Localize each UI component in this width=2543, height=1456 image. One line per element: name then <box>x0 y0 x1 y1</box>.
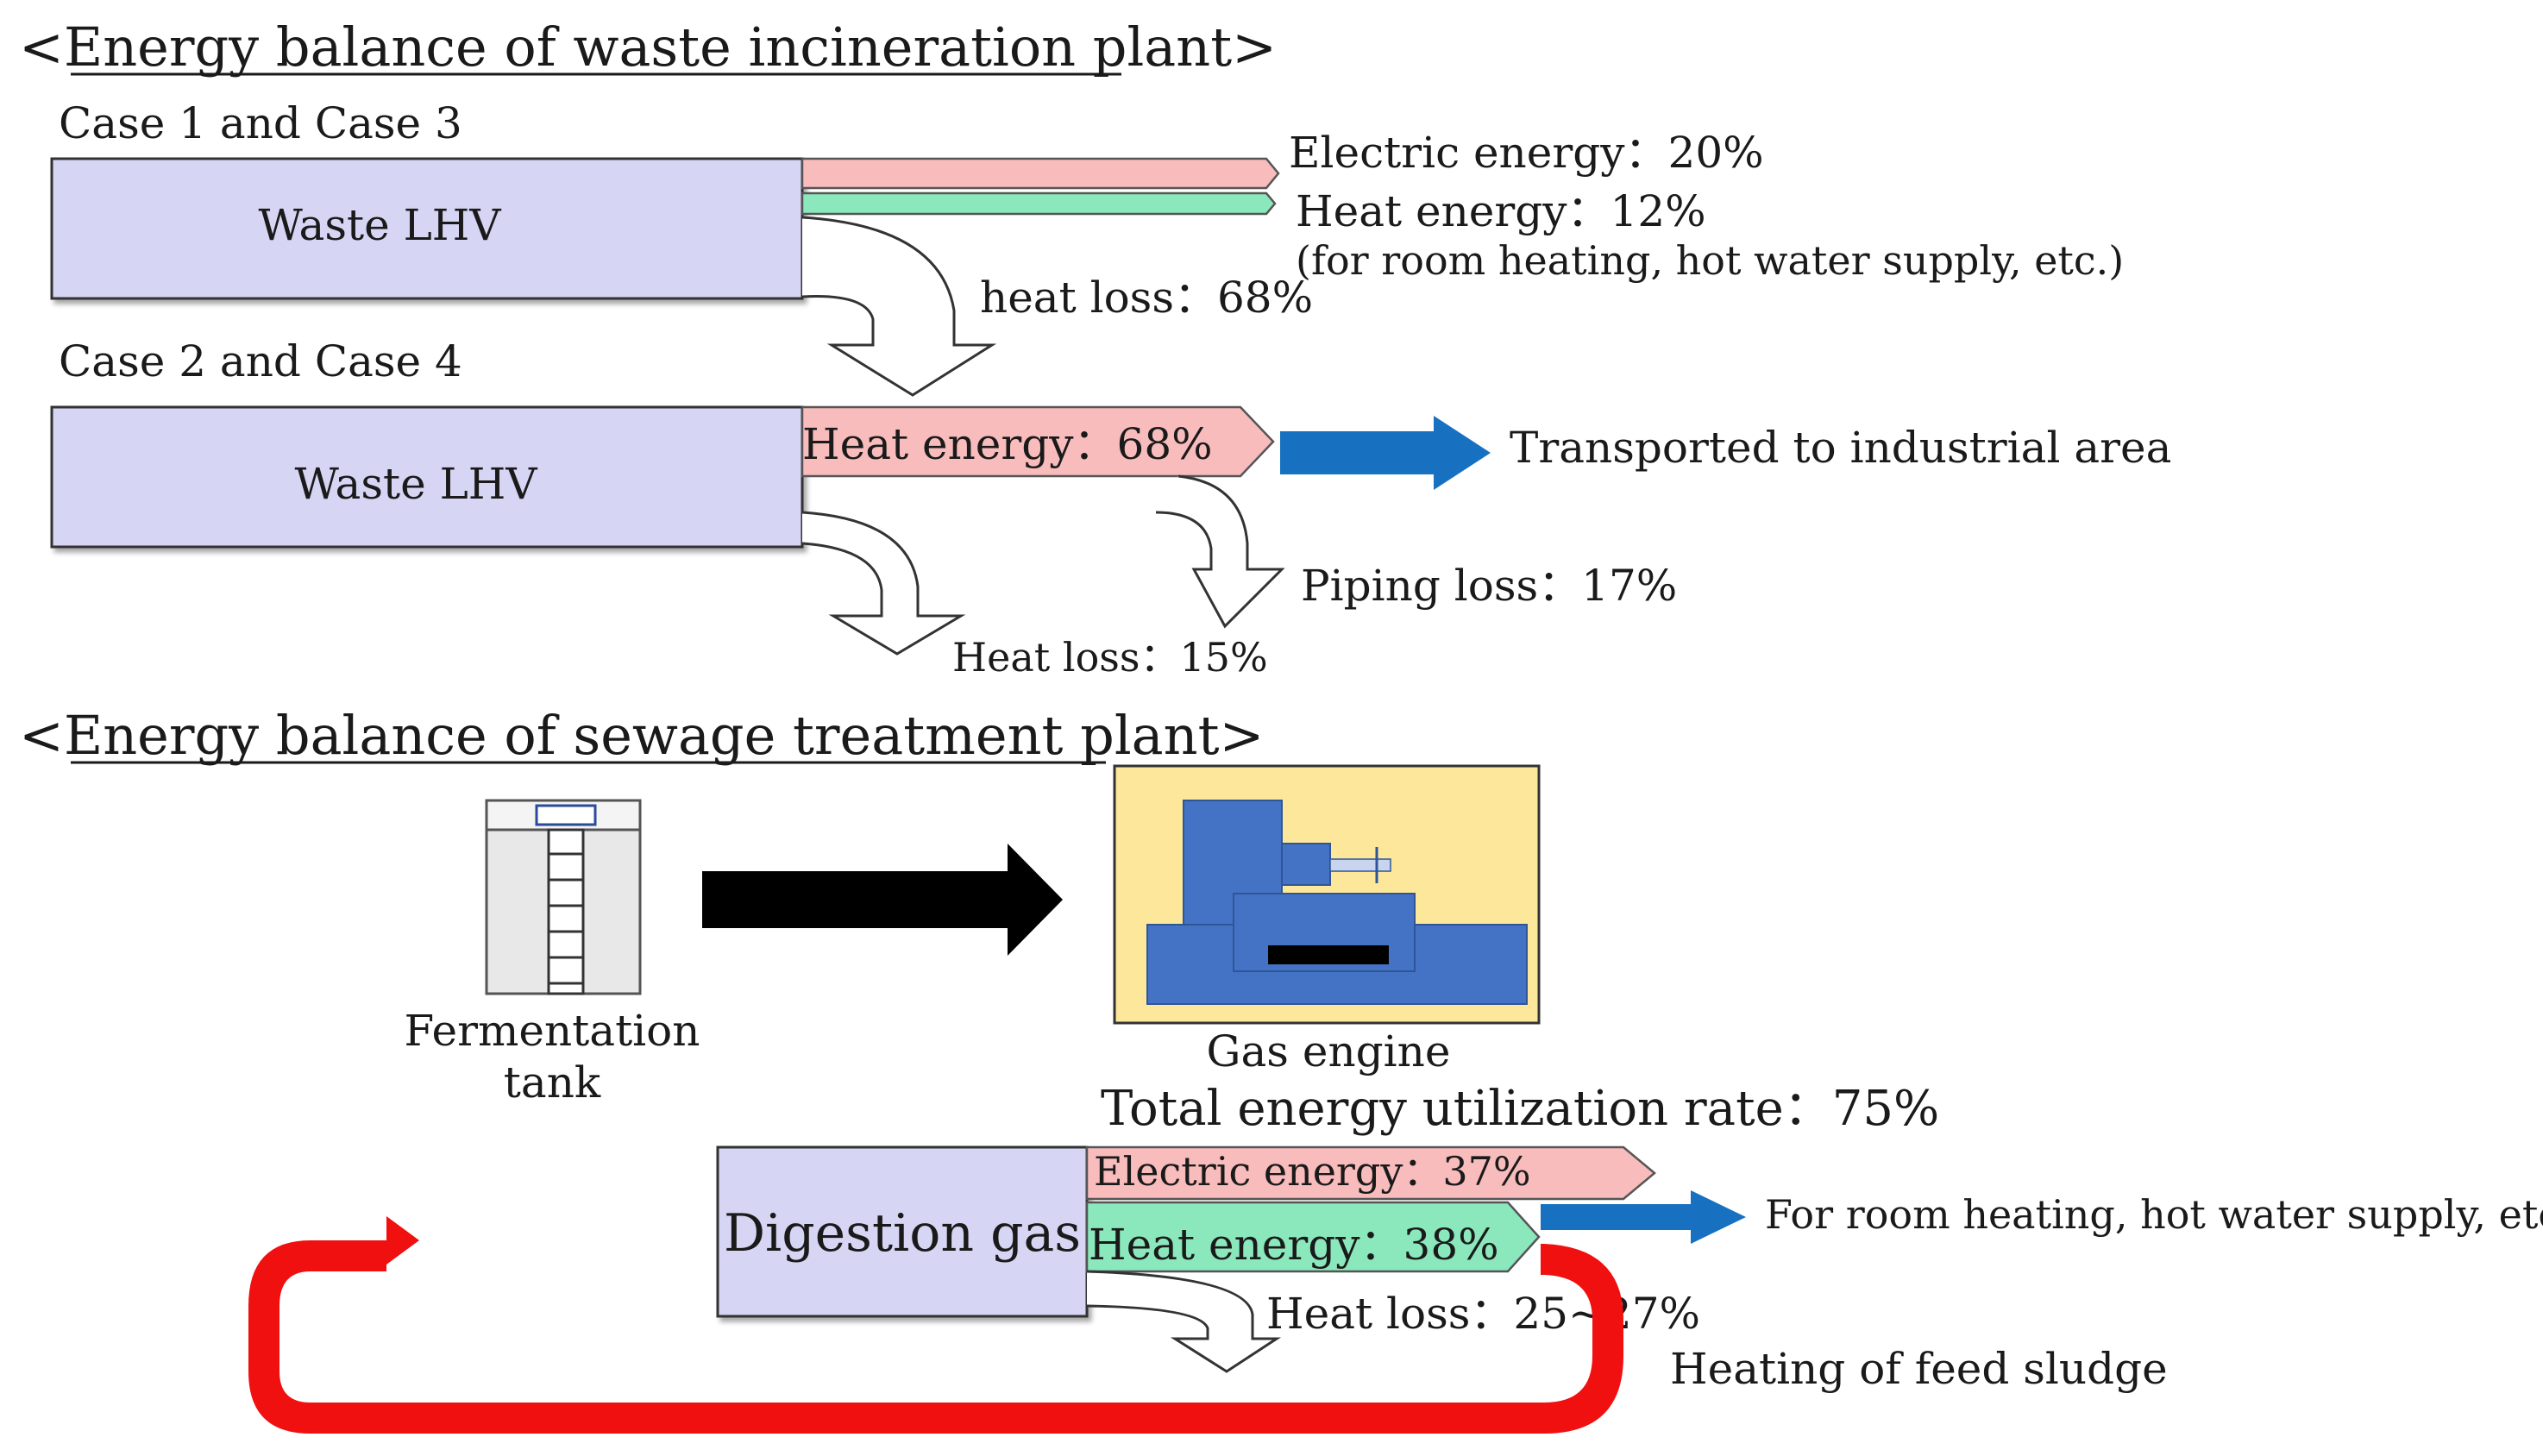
case13-heat-note: (for room heating, hot water supply, etc… <box>1296 237 2124 284</box>
case24-waste-box <box>50 405 804 549</box>
gas-engine-label: Gas engine <box>1207 1026 1451 1076</box>
case24-label: Case 2 and Case 4 <box>59 336 462 386</box>
digestion-gas-box <box>716 1145 1089 1318</box>
case13-electric-label: Electric energy：20% <box>1289 128 1764 178</box>
case24-heat-loss-label: Heat loss：15% <box>952 634 1268 681</box>
gas-engine-icon <box>1113 764 1541 1025</box>
case24-transport-label: Transported to industrial area <box>1510 423 2171 473</box>
case13-waste-label: Waste LHV <box>258 200 501 250</box>
sewage-electric-arrow <box>1085 1145 1656 1201</box>
case24-piping-loss-arrow <box>1155 474 1285 629</box>
case24-heat-arrow <box>801 405 1275 478</box>
sewage-heat-arrow <box>1085 1201 1541 1273</box>
case13-heat-loss-arrow <box>801 216 997 397</box>
case24-heat-label: Heat energy：68% <box>802 419 1213 469</box>
feed-sludge-label: Heating of feed sludge <box>1670 1344 2168 1394</box>
case13-electric-arrow <box>801 157 1280 190</box>
case24-waste-label: Waste LHV <box>294 459 537 509</box>
case13-heat-loss-label: heat loss：68% <box>980 273 1313 323</box>
room-heating-label: For room heating, hot water supply, etc. <box>1765 1191 2543 1238</box>
room-heating-arrow <box>1541 1190 1746 1244</box>
fermentation-tank-icon <box>485 799 642 995</box>
sewage-heat-loss-label: Heat loss：25~27% <box>1266 1289 1700 1339</box>
case24-piping-loss-label: Piping loss：17% <box>1301 561 1677 611</box>
case13-heat-arrow <box>801 191 1277 216</box>
digestion-gas-label: Digestion gas <box>724 1203 1081 1264</box>
fermentation-tank-label-line2: tank <box>504 1057 601 1108</box>
waste-section-title: <Energy balance of waste incineration pl… <box>19 16 1277 78</box>
case13-waste-box <box>50 157 804 300</box>
sewage-section-title: <Energy balance of sewage treatment plan… <box>19 704 1264 767</box>
total-utilization-rate: Total energy utilization rate：75% <box>1101 1081 1939 1137</box>
sewage-heat-loss-arrow <box>1086 1270 1282 1373</box>
case13-heat-label: Heat energy：12% <box>1296 186 1706 236</box>
tank-to-engine-arrow <box>702 844 1063 956</box>
sewage-electric-label: Electric energy：37% <box>1094 1148 1531 1195</box>
case24-heat-loss-arrow <box>801 511 966 656</box>
case24-transport-arrow <box>1280 416 1491 490</box>
case13-label: Case 1 and Case 3 <box>59 98 462 148</box>
sewage-heat-label: Heat energy：38% <box>1089 1220 1499 1270</box>
fermentation-tank-label-line1: Fermentation <box>405 1006 700 1056</box>
feed-sludge-return-arrow <box>248 1216 1623 1434</box>
